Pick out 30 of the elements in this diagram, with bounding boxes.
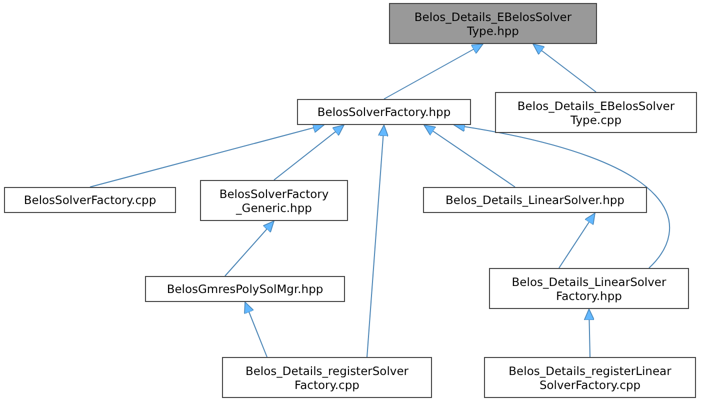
file-name: BelosSolverFactory _Generic.hpp — [218, 186, 330, 214]
arrow — [424, 124, 516, 188]
file-box — [495, 92, 697, 133]
highlighted-file-box — [389, 3, 597, 44]
arrow — [384, 44, 484, 100]
file-box — [489, 268, 689, 309]
arrow — [532, 44, 596, 92]
arrow — [584, 308, 595, 358]
arrow — [366, 124, 389, 358]
arrow — [244, 302, 268, 358]
arrow — [224, 220, 274, 276]
file-box — [484, 357, 696, 398]
file-box — [4, 187, 176, 213]
file-name: BelosGmresPolySolMgr.hpp — [166, 282, 324, 296]
arrow — [90, 122, 324, 188]
arrow — [274, 124, 344, 180]
file-box — [222, 357, 432, 398]
file-name: Belos_Details_EBelosSolver Type.hpp — [413, 10, 573, 38]
file-box — [145, 276, 345, 302]
file-name: Belos_Details_registerSolver Factory.cpp — [244, 364, 410, 392]
file-box — [297, 99, 471, 125]
file-name: Belos_Details_EBelosSolver Type.cpp — [516, 98, 676, 126]
file-box — [423, 187, 647, 213]
file-name: Belos_Details_registerLinear SolverFactory.cpp — [508, 364, 672, 392]
file-name: BelosSolverFactory.cpp — [24, 193, 156, 207]
arrow — [558, 212, 596, 268]
file-name: Belos_Details_LinearSolver.hpp — [446, 193, 624, 207]
file-name: Belos_Details_LinearSolver Factory.hpp — [510, 274, 668, 302]
file-box — [200, 180, 348, 221]
file-name: BelosSolverFactory.hpp — [317, 105, 451, 119]
